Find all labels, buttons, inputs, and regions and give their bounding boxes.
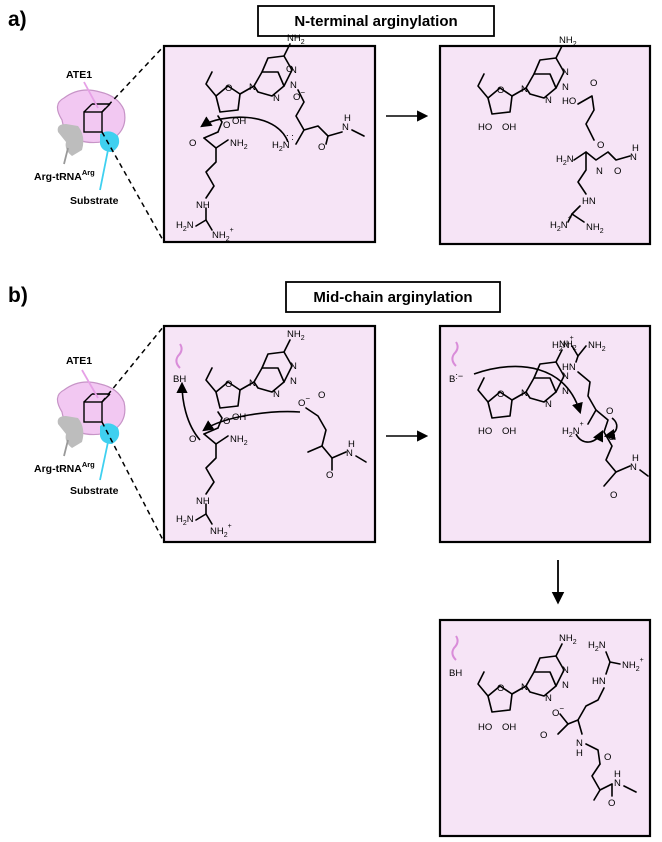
base-bh-b3: BH — [449, 668, 462, 679]
panel-a-key-schematic — [56, 89, 126, 156]
panel-b-key-enzyme: ATE1 — [66, 355, 92, 367]
svg-text:HN: HN — [592, 676, 606, 687]
svg-text:HO: HO — [478, 722, 492, 733]
svg-text:N: N — [596, 166, 603, 177]
svg-text:OH: OH — [502, 722, 516, 733]
svg-text:H2N: H2N — [176, 514, 194, 527]
panel-a-frame-right: HO OH HO O H2N N O O N H HN H2N+ NH2 — [438, 34, 652, 246]
amp-product-a: HO OH — [477, 34, 578, 133]
svg-text:HO: HO — [562, 96, 576, 107]
panel-a-letter: a) — [8, 8, 27, 31]
panel-b-letter: b) — [8, 284, 28, 307]
panel-b-frame-bottom: BH HO OH H2N NH2+ HN O− O N H O — [438, 618, 652, 838]
svg-text:NH2: NH2 — [586, 222, 604, 235]
panel-b-key-schematic — [56, 381, 126, 448]
svg-text:H2N: H2N — [556, 154, 574, 167]
svg-text:H: H — [632, 453, 639, 464]
panel-a-title-box — [257, 5, 495, 37]
svg-text:NH: NH — [196, 200, 210, 211]
svg-text:O: O — [590, 78, 597, 89]
svg-text:NH2: NH2 — [230, 434, 248, 447]
svg-text:N: N — [630, 152, 637, 163]
svg-text:O: O — [286, 64, 293, 75]
svg-text:H2N+: H2N+ — [552, 335, 574, 353]
collapse-arrow-b2 — [575, 429, 604, 443]
svg-text:H: H — [344, 113, 351, 124]
panel-b-key-substrate: Substrate — [70, 485, 119, 497]
svg-text:O: O — [326, 470, 333, 481]
svg-text:H: H — [632, 143, 639, 154]
svg-text:HN: HN — [582, 196, 596, 207]
svg-text:O: O — [318, 142, 325, 153]
svg-text:O: O — [608, 798, 615, 809]
base-bh-b1: BH — [173, 374, 186, 385]
panel-b: b) Mid-chain arginylation ATE1 Arg-tRNAA… — [8, 281, 652, 838]
svg-text:O: O — [606, 406, 613, 417]
svg-text:HN: HN — [562, 362, 576, 373]
leaving-group-arrow-b2 — [603, 417, 618, 441]
arginylated-product-a: HO O H2N N O O N H HN H2N+ NH2 — [550, 78, 639, 235]
amp-product-b3: HO OH — [477, 632, 578, 733]
svg-text:O: O — [597, 140, 604, 151]
nucleophilic-attack-arrow-b — [202, 410, 301, 432]
proton-transfer-arrow-b — [176, 381, 201, 441]
svg-text:O: O — [189, 138, 196, 149]
panel-b-frame-right: B:− HO OH H2N+ NH2 HN H2N+ O O O N — [438, 324, 652, 544]
arginylated-product-b3: H2N NH2+ HN O− O N H O N H O — [540, 640, 644, 809]
svg-text:NH2: NH2 — [588, 340, 606, 353]
svg-text:H: H — [614, 769, 621, 780]
svg-text:O: O — [189, 434, 196, 445]
svg-text:O: O — [604, 752, 611, 763]
svg-text:N: N — [630, 462, 637, 473]
panel-a-frame-left: O OH O NH2 NH H2N NH2+ O− O H2N : : — [162, 32, 377, 244]
substrate-glu-a: O− O H2N : : O N H — [272, 64, 365, 153]
svg-text:HO: HO — [478, 122, 492, 133]
svg-text:N: N — [346, 448, 353, 459]
svg-text:H: H — [348, 439, 355, 450]
panel-b-title: Mid-chain arginylation — [313, 289, 472, 306]
amp-ester-left-a: O OH O NH2 NH H2N NH2+ — [176, 32, 306, 243]
panel-b-key-trna: Arg-tRNAArg — [34, 460, 95, 475]
svg-text:OH: OH — [502, 426, 516, 437]
svg-text:O: O — [318, 390, 325, 401]
svg-text:H2N: H2N — [272, 140, 290, 153]
panel-b-frame-left: BH O OH O NH2 NH H2N NH2+ O− O — [162, 324, 377, 544]
amp-product-b2: HO OH — [477, 338, 578, 437]
panel-a-key-substrate: Substrate — [70, 195, 119, 207]
panel-a-title: N-terminal arginylation — [294, 13, 457, 30]
svg-text:O: O — [540, 730, 547, 741]
svg-text:O: O — [223, 120, 230, 131]
svg-text:N: N — [342, 122, 349, 133]
svg-text:OH: OH — [232, 116, 246, 127]
panel-a: a) N-terminal arginylation ATE1 Arg-tRNA… — [8, 5, 652, 246]
panel-b-title-box — [285, 281, 501, 313]
svg-text:N: N — [614, 778, 621, 789]
svg-text:H2N+: H2N+ — [562, 421, 584, 439]
svg-text:OH: OH — [502, 122, 516, 133]
svg-text:: :: : : — [286, 132, 294, 143]
nucleophilic-attack-arrow-a — [200, 116, 289, 143]
svg-text:H2N: H2N — [588, 640, 606, 653]
panel-a-key-trna: Arg-tRNAArg — [34, 168, 95, 183]
svg-text:O: O — [610, 490, 617, 501]
svg-text:NH2: NH2 — [230, 138, 248, 151]
svg-text:O: O — [614, 166, 621, 177]
svg-text:O: O — [223, 416, 230, 427]
svg-text:H2N: H2N — [176, 220, 194, 233]
svg-text:H: H — [576, 748, 583, 759]
svg-text:NH: NH — [196, 496, 210, 507]
svg-text:N: N — [576, 738, 583, 749]
svg-text:HO: HO — [478, 426, 492, 437]
panel-a-key-enzyme: ATE1 — [66, 69, 92, 81]
deprotonation-arrow-b2 — [473, 365, 583, 415]
